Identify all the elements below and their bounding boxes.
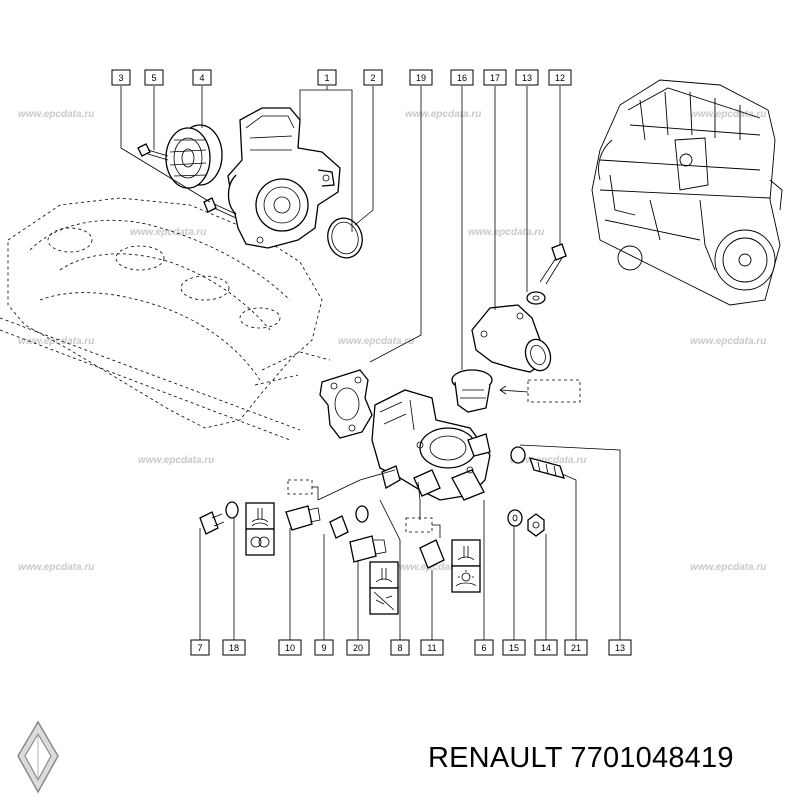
callout: 12 [548, 69, 572, 86]
callout: 18 [222, 639, 246, 656]
stud-bolt [510, 446, 565, 479]
watermark: www.epcdata.ru [18, 562, 94, 573]
svg-text:2: 2 [370, 73, 375, 83]
callout: 11 [420, 639, 444, 656]
pump-bolt [203, 197, 237, 219]
part-label: RENAULT 7701048419 [428, 742, 734, 775]
svg-text:10: 10 [285, 643, 295, 653]
watermark: www.epcdata.ru [130, 227, 206, 238]
callout: 10 [278, 639, 302, 656]
callout: 6 [474, 639, 494, 656]
svg-text:3: 3 [118, 73, 123, 83]
svg-text:17: 17 [490, 73, 500, 83]
watermark: www.epcdata.ru [338, 336, 414, 347]
svg-text:14: 14 [541, 643, 551, 653]
svg-text:5: 5 [151, 73, 156, 83]
watermark: www.epcdata.ru [138, 455, 214, 466]
callout: 17 [483, 69, 507, 86]
sensor-11 [405, 517, 445, 569]
svg-text:21: 21 [571, 643, 581, 653]
svg-text:13: 13 [615, 643, 625, 653]
brand-name: RENAULT [428, 742, 563, 774]
washer-15 [507, 509, 523, 527]
svg-text:13: 13 [522, 73, 532, 83]
svg-text:18: 18 [229, 643, 239, 653]
svg-text:20: 20 [353, 643, 363, 653]
svg-text:7: 7 [197, 643, 202, 653]
callout: 13 [608, 639, 632, 656]
callout: 3 [111, 69, 131, 86]
callout: 7 [190, 639, 210, 656]
callouts-bottom: 7 18 10 9 20 8 11 6 15 14 21 13 [190, 639, 632, 656]
svg-text:19: 19 [416, 73, 426, 83]
svg-text:15: 15 [509, 643, 519, 653]
coolant-temp-symbol [245, 502, 275, 556]
washer [526, 291, 546, 305]
nut [527, 513, 545, 537]
callout: 13 [515, 69, 539, 86]
callout: 16 [450, 69, 474, 86]
watermark: www.epcdata.ru [395, 562, 471, 573]
callout: 8 [390, 639, 410, 656]
engine-thumbnail [591, 79, 783, 306]
svg-text:16: 16 [457, 73, 467, 83]
pulley-bolt [137, 143, 169, 161]
callouts-top: 3 5 4 1 2 19 16 17 13 12 [111, 69, 572, 86]
drain-plug [199, 501, 239, 535]
watermark: www.epcdata.ru [468, 227, 544, 238]
callout: 4 [192, 69, 212, 86]
watermarks: www.epcdata.ru www.epcdata.ru www.epcdat… [18, 109, 766, 573]
watermark: www.epcdata.ru [510, 455, 586, 466]
water-pump [227, 107, 341, 249]
watermark: www.epcdata.ru [405, 109, 481, 120]
o-ring [327, 217, 363, 259]
thermostat-housing [371, 389, 491, 501]
svg-text:6: 6 [481, 643, 486, 653]
temperature-sensor-10 [285, 479, 321, 531]
callout: 5 [144, 69, 164, 86]
sensor-20 [349, 535, 387, 563]
watermark: www.epcdata.ru [690, 109, 766, 120]
renault-logo [17, 720, 59, 794]
callout: 19 [409, 69, 433, 86]
svg-text:11: 11 [427, 643, 436, 653]
cylinder-head-outline [0, 197, 331, 441]
svg-text:12: 12 [555, 73, 565, 83]
outlet-elbow [471, 304, 552, 373]
reference-box [499, 379, 581, 403]
thermostat [451, 369, 493, 413]
svg-text:1: 1 [324, 73, 329, 83]
leader-lines [120, 86, 621, 640]
warning-light-symbol [451, 539, 481, 593]
svg-text:8: 8 [397, 643, 402, 653]
callout: 21 [564, 639, 588, 656]
pulley [165, 124, 223, 189]
gasket [319, 369, 373, 439]
callout: 15 [502, 639, 526, 656]
plug-9 [329, 505, 369, 539]
callout: 9 [314, 639, 334, 656]
watermark: www.epcdata.ru [18, 336, 94, 347]
callout: 2 [363, 69, 383, 86]
watermark: www.epcdata.ru [18, 109, 94, 120]
callout: 20 [346, 639, 370, 656]
elbow-bolt [539, 243, 567, 285]
callout: 14 [534, 639, 558, 656]
part-number: 7701048419 [570, 742, 734, 774]
svg-text:4: 4 [199, 73, 204, 83]
callout: 1 [317, 69, 337, 86]
watermark: www.epcdata.ru [690, 562, 766, 573]
watermark: www.epcdata.ru [690, 336, 766, 347]
svg-text:9: 9 [321, 643, 326, 653]
temp-gauge-symbol [369, 561, 399, 615]
